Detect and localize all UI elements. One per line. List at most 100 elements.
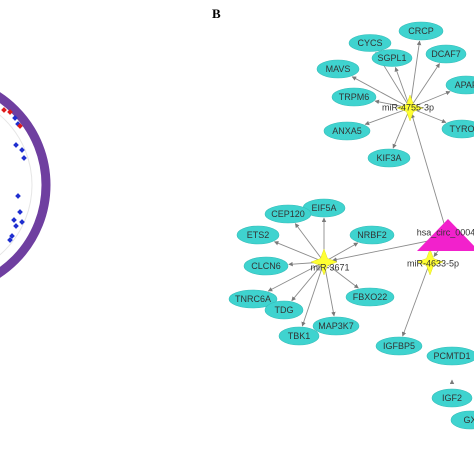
gene-node-label: TDG <box>275 305 294 315</box>
scatter-point <box>1 107 7 113</box>
ring-outer <box>0 92 51 278</box>
gene-node-anxa5[interactable]: ANXA5 <box>323 121 371 141</box>
gene-node-label: ETS2 <box>247 230 270 240</box>
gene-node-shape <box>426 346 474 366</box>
gene-node-shape <box>450 410 474 430</box>
gene-node-apaf[interactable]: APAF <box>445 75 474 95</box>
mirna-star-shape <box>416 248 444 276</box>
gene-node-shape <box>348 34 392 52</box>
gene-node-trpm6[interactable]: TRPM6 <box>331 87 377 107</box>
gene-node-label: APAF <box>455 80 474 90</box>
gene-node-shape <box>264 300 304 320</box>
gene-node-shape <box>331 87 377 107</box>
gene-node-shape <box>349 225 395 245</box>
gene-node-label: TBK1 <box>288 331 311 341</box>
edge-m4633-IGFBP5 <box>401 261 431 337</box>
gene-node-label: IGFBP5 <box>383 341 415 351</box>
panel-a-circular-plot <box>0 92 51 278</box>
scatter-point <box>13 142 19 148</box>
edge-m3671-TNRC6A <box>267 261 325 292</box>
edge-m4755-DCAF7 <box>409 63 440 109</box>
gene-node-tdg[interactable]: TDG <box>264 300 304 320</box>
gene-node-shape <box>243 256 289 276</box>
gene-node-label: NRBF2 <box>357 230 387 240</box>
edge-m3671-CEP120 <box>294 223 325 263</box>
gene-node-igf2[interactable]: IGF2 <box>431 388 473 408</box>
mirna-node-label: miR-4633-5p <box>407 258 459 268</box>
gene-node-label: EIF5A <box>311 203 336 213</box>
gene-node-clcn6[interactable]: CLCN6 <box>243 256 289 276</box>
gene-node-tnrc6a[interactable]: TNRC6A <box>228 289 278 309</box>
gene-node-cycs[interactable]: CYCS <box>348 34 392 52</box>
scatter-point <box>17 209 23 215</box>
gene-node-label: TNRC6A <box>235 294 271 304</box>
gene-node-sgpl1[interactable]: SGPL1 <box>371 49 413 67</box>
gene-node-label: CYCS <box>357 38 382 48</box>
gene-node-shape <box>445 75 474 95</box>
gene-node-label: TRPM6 <box>339 92 370 102</box>
gene-node-tbk1[interactable]: TBK1 <box>278 326 320 346</box>
gene-node-label: KIF3A <box>376 153 401 163</box>
gene-node-cep120[interactable]: CEP120 <box>264 204 312 224</box>
mirna-node-label: miR-4755-3p <box>382 102 434 112</box>
gene-node-label: CRCP <box>408 26 434 36</box>
mirna-node-m4755[interactable]: miR-4755-3p <box>382 94 434 122</box>
edge-m3671-FBXO22 <box>323 261 359 289</box>
gene-node-label: MAP3K7 <box>318 321 354 331</box>
panel-label: B <box>212 6 221 21</box>
gene-node-kif3a[interactable]: KIF3A <box>367 148 411 168</box>
gene-node-igfbp5[interactable]: IGFBP5 <box>375 336 423 356</box>
gene-node-shape <box>264 204 312 224</box>
scatter-point <box>15 193 21 199</box>
ring-scatter-points <box>1 107 27 243</box>
edge-m3671-NRBF2 <box>323 242 359 263</box>
gene-node-shape <box>316 59 360 79</box>
edge-m4755-MAVS <box>351 76 411 109</box>
gene-node-pcmtd1[interactable]: PCMTD1 <box>426 346 474 366</box>
mirna-node-m3671[interactable]: miR-3671 <box>310 248 350 276</box>
edge-m4755-KIF3A <box>392 107 411 149</box>
edge-m3671-TBK1 <box>301 261 325 327</box>
network-edges <box>267 40 455 385</box>
gene-node-tyro[interactable]: TYRO <box>441 119 474 139</box>
gene-node-mavs[interactable]: MAVS <box>316 59 360 79</box>
edge-m3671-TDG <box>291 261 325 302</box>
gene-node-gx[interactable]: GX <box>450 410 474 430</box>
gene-node-label: TYRO <box>449 124 474 134</box>
gene-node-shape <box>375 336 423 356</box>
circrna-hub-node[interactable]: hsa_circ_0004 <box>417 219 474 251</box>
gene-node-label: CEP120 <box>271 209 305 219</box>
gene-node-dcaf7[interactable]: DCAF7 <box>425 44 467 64</box>
gene-node-ets2[interactable]: ETS2 <box>236 225 280 245</box>
edge-m4755-CRCP <box>409 40 422 109</box>
scatter-point <box>17 123 23 129</box>
gene-node-label: CLCN6 <box>251 261 281 271</box>
gene-node-label: DCAF7 <box>431 49 461 59</box>
ring-inner-track <box>0 114 33 256</box>
scatter-point <box>13 223 19 229</box>
scatter-point <box>11 217 17 223</box>
edge-m4755-APAF <box>409 90 451 109</box>
gene-node-shape <box>367 148 411 168</box>
scatter-point <box>19 147 25 153</box>
gene-node-shape <box>425 44 467 64</box>
gene-node-map3k7[interactable]: MAP3K7 <box>312 316 360 336</box>
gene-node-label: GX <box>463 415 474 425</box>
gene-node-shape <box>441 119 474 139</box>
mirna-node-m4633[interactable]: miR-4633-5p <box>407 248 459 276</box>
gene-node-crcp[interactable]: CRCP <box>398 21 444 41</box>
gene-node-shape <box>312 316 360 336</box>
circrna-triangle-shape <box>417 219 474 251</box>
gene-node-shape <box>431 388 473 408</box>
mirna-star-shape <box>310 248 338 276</box>
edge-m3671-ETS2 <box>273 241 325 263</box>
scatter-point <box>21 155 27 161</box>
circrna-hub-label: hsa_circ_0004 <box>417 227 474 237</box>
scatter-point <box>19 219 25 225</box>
gene-node-nrbf2[interactable]: NRBF2 <box>349 225 395 245</box>
gene-node-label: ANXA5 <box>332 126 362 136</box>
gene-node-label: SGPL1 <box>377 53 406 63</box>
gene-node-fbxo22[interactable]: FBXO22 <box>345 287 395 307</box>
